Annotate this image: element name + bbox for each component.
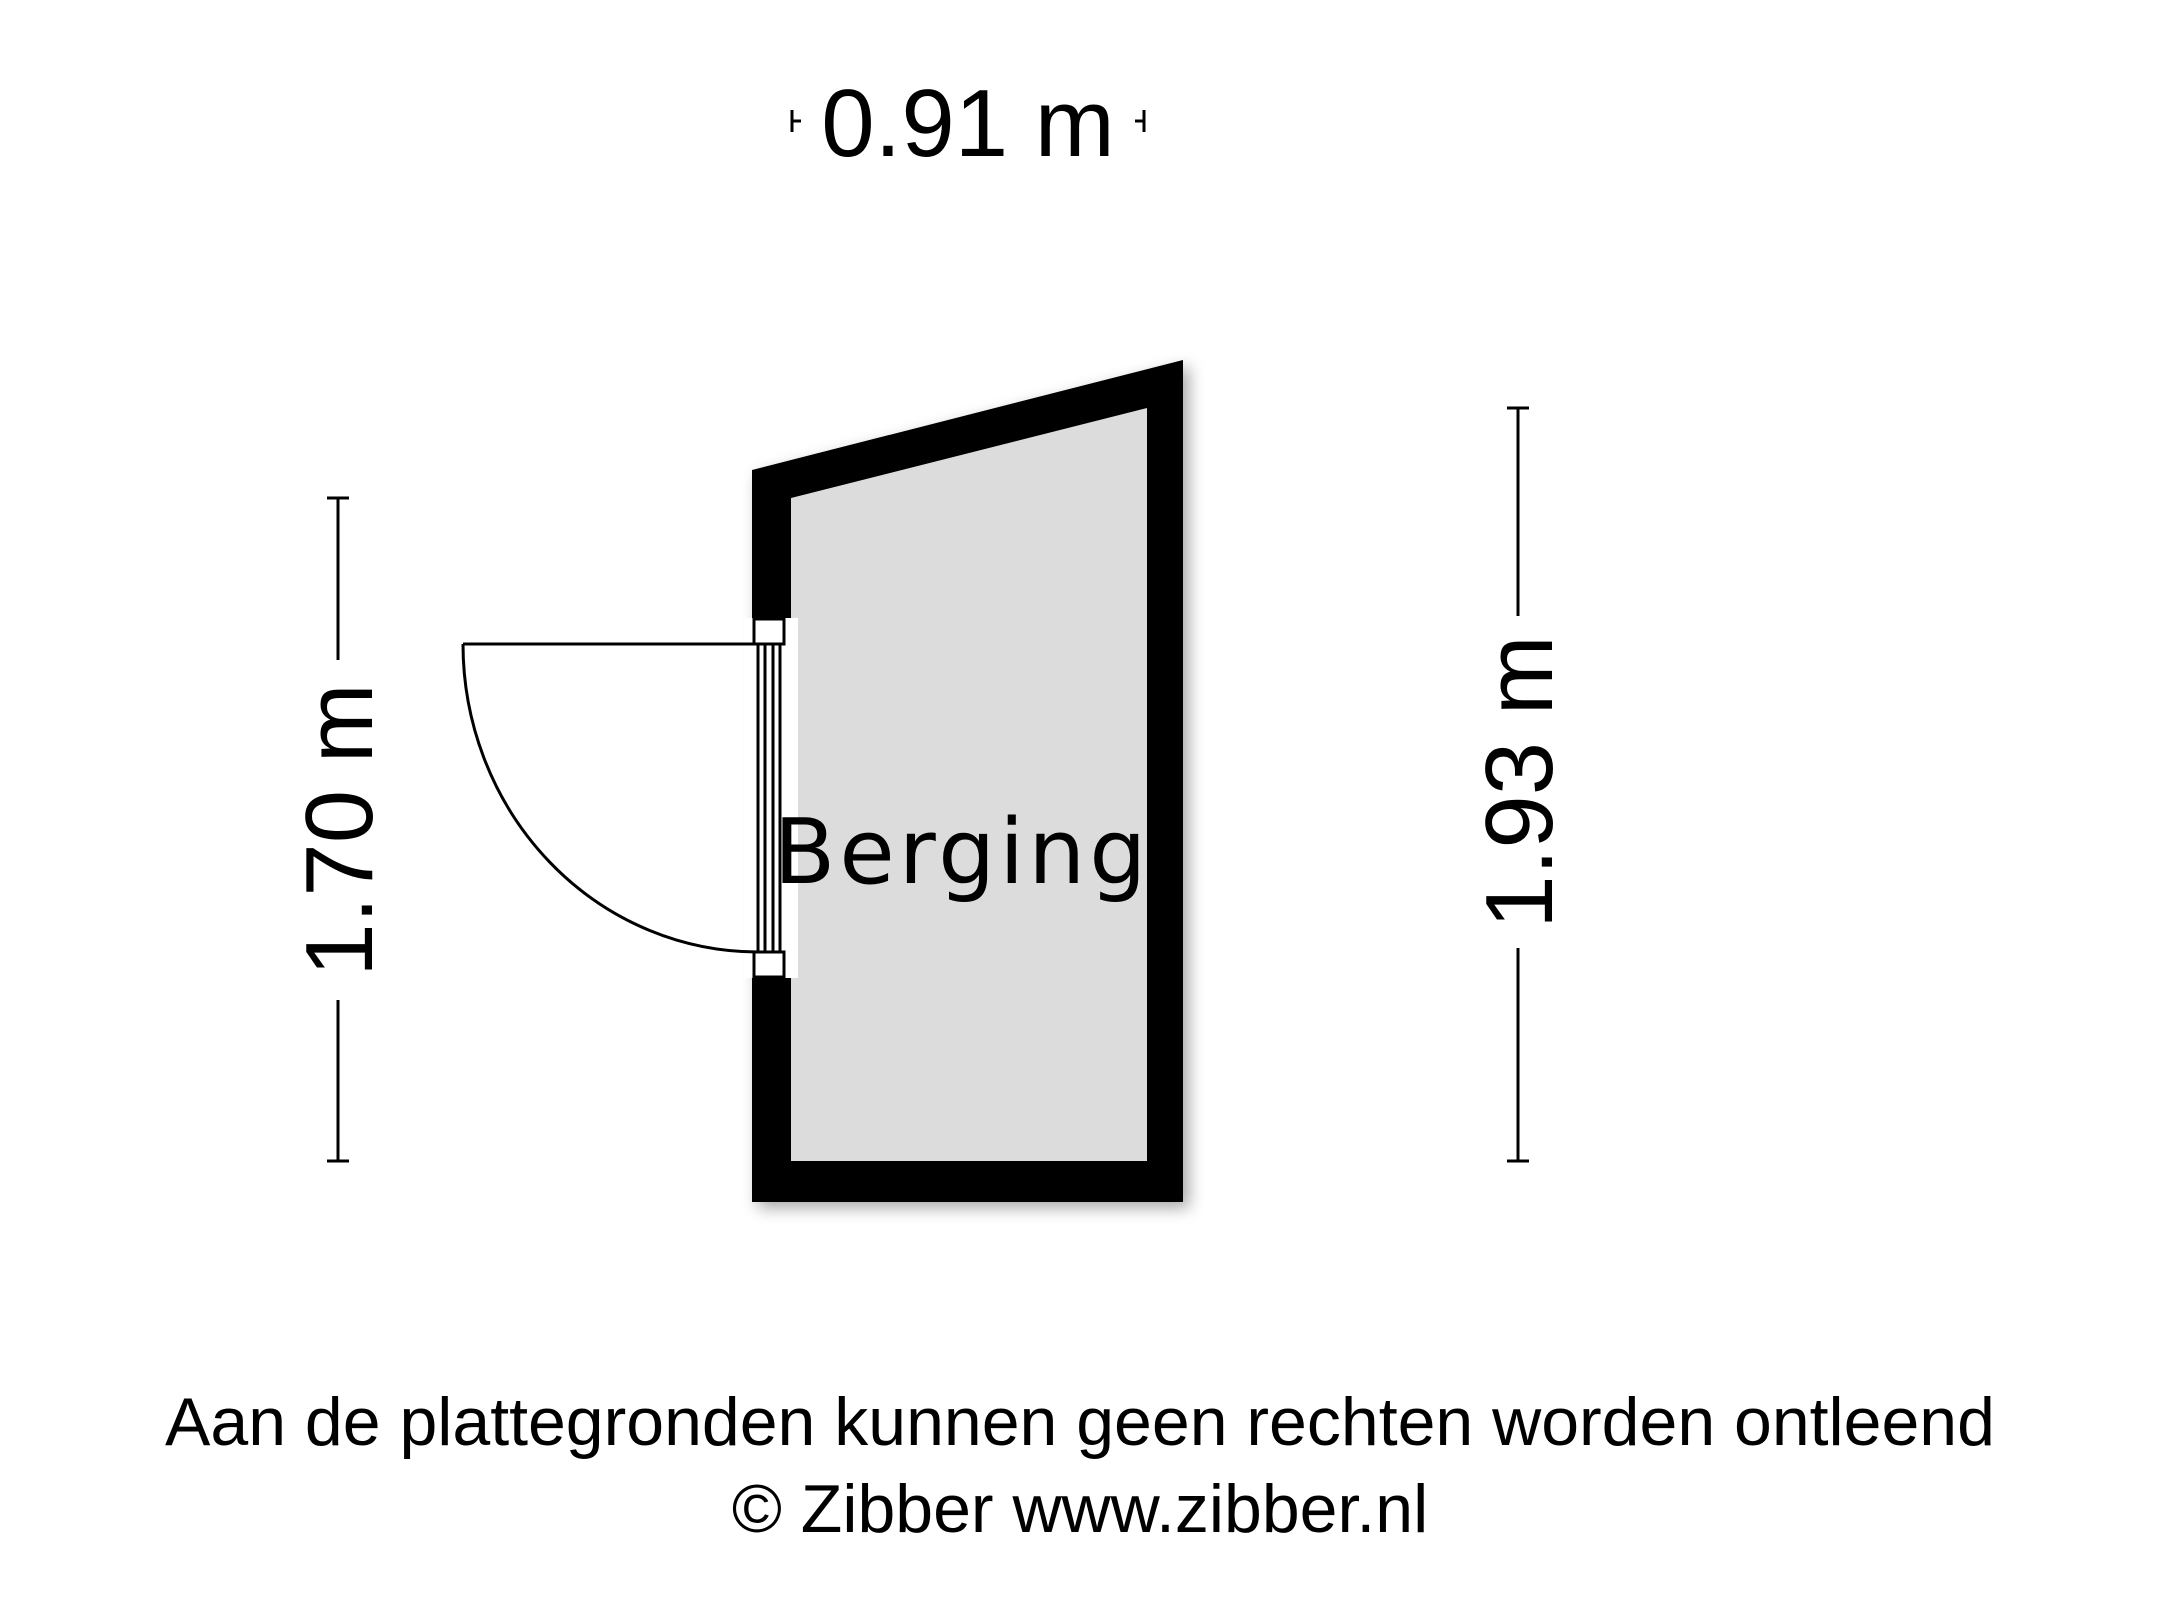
left-height-label: 1.70 m (286, 683, 393, 976)
copyright-text: © Zibber www.zibber.nl (731, 1471, 1429, 1547)
disclaimer-text: Aan de plattegronden kunnen geen rechten… (165, 1384, 1995, 1460)
width-dimension-label: 0.91 m (821, 70, 1114, 177)
room-label: Berging (774, 800, 1151, 905)
right-height-dimension (1507, 406, 1529, 1163)
left-height-dimension (327, 496, 349, 1163)
door-frame (752, 617, 786, 979)
right-height-label: 1.93 m (1466, 635, 1573, 928)
room-floor (791, 408, 1147, 1161)
width-dimension (790, 110, 1146, 132)
door-swing (461, 642, 759, 954)
